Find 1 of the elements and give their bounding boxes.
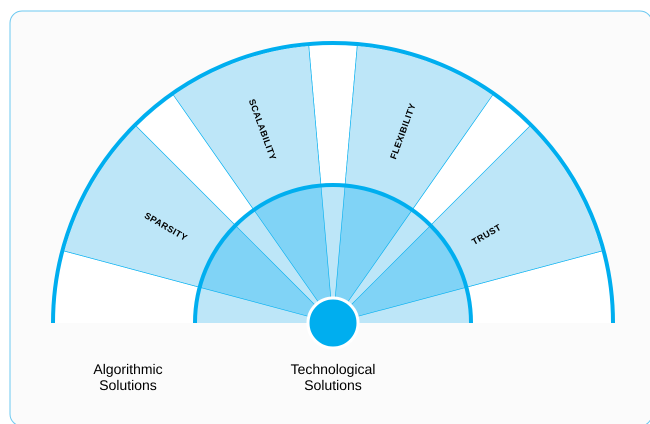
node-label: Technological Solutions [290,364,374,390]
